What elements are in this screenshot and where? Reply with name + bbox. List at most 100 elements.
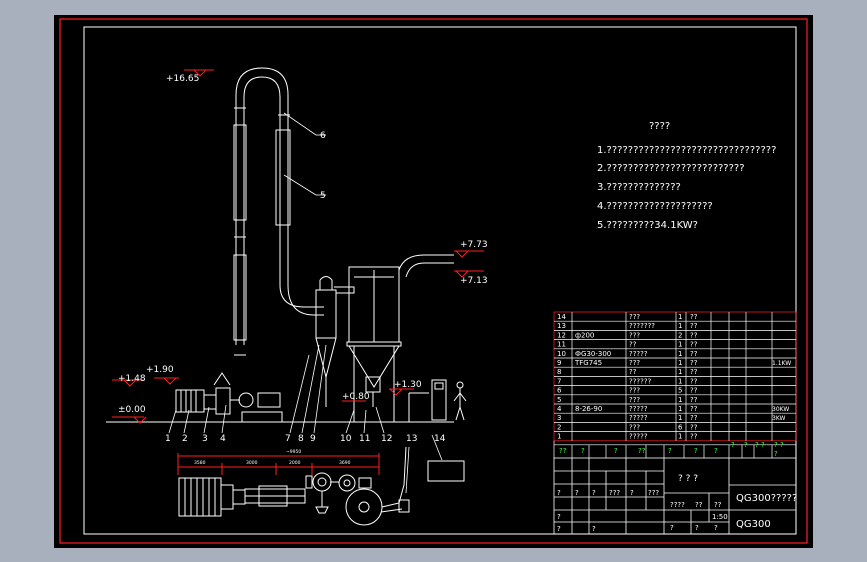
leader-numbers: 6 5 1 2 3 4 7 8 9 10 11 12 13 14 — [165, 131, 446, 444]
bom-header: ?? ? ? ?? ? ? ? ? ? ? ? ? ? ? — [559, 441, 784, 458]
elevation-markers: +16.65 +7.73 +7.13 +1.90 +1.48 ±0.00 +0.… — [112, 69, 488, 424]
bom-cell-qty: 2 — [678, 331, 682, 339]
drawing-code: QG300 — [736, 519, 771, 530]
bom-cell-note: 3KW — [772, 415, 786, 422]
heater — [175, 389, 205, 413]
cyclone-body — [315, 289, 337, 339]
balloon-11: 11 — [359, 434, 370, 444]
elev-0-00: ±0.00 — [118, 405, 146, 415]
title-field-6: ? — [714, 524, 718, 532]
rev-4: ??? — [609, 489, 620, 497]
bom-cell-no: 13 — [557, 322, 566, 330]
bom-cell-no: 1 — [557, 433, 561, 441]
balloon-2: 2 — [182, 434, 188, 444]
bom-header-mat: ? — [668, 447, 672, 455]
bom-cell-qty: 1 — [678, 368, 682, 376]
bom-header-10: ? ? — [774, 441, 784, 449]
note-1: 1.???????????????????????????????? — [597, 145, 776, 156]
balloon-4: 4 — [220, 434, 226, 444]
elev-7-13: +7.13 — [460, 276, 488, 286]
bom-cell-name: ??? — [629, 331, 640, 339]
bom-cell-name: ??? — [629, 396, 640, 404]
title-field-2: ?? — [695, 501, 703, 509]
bom-cell-code: 8-26-90 — [575, 405, 602, 413]
pipe-section — [275, 129, 291, 226]
dim-2: 3000 — [246, 460, 258, 466]
balloon-14: 14 — [434, 434, 446, 444]
technical-notes: ???? 1.???????????????????????????????? … — [597, 121, 776, 231]
leader-6: 6 — [320, 131, 326, 141]
balloon-9: 9 — [310, 434, 316, 444]
bom-header-no: ?? — [559, 447, 567, 455]
bom-cell-name: ????? — [629, 433, 648, 441]
bom-cell-mat: ?? — [690, 331, 698, 339]
bom-cell-qty: 5 — [678, 387, 682, 395]
bom-cell-note: 1.1KW — [772, 360, 791, 367]
bom-cell-qty: 1 — [678, 405, 682, 413]
bom-cell-qty: 1 — [678, 377, 682, 385]
rev-2: ? — [575, 489, 579, 497]
bom-cell-name: ?????? — [629, 377, 652, 385]
elev-1-90: +1.90 — [146, 365, 174, 375]
bom-header-9: ? ? — [755, 441, 765, 449]
bom-cell-name: ?? — [629, 341, 637, 349]
bom-cell-mat: ?? — [690, 387, 698, 395]
sign-1: ? — [557, 513, 561, 521]
bom-header-5: ? — [694, 447, 698, 455]
bom-cell-no: 11 — [557, 341, 566, 349]
bom-cell-name: ?? — [629, 368, 637, 376]
bom-header-11: ? — [774, 450, 778, 458]
inner-frame — [83, 26, 797, 535]
title-field-1: ???? — [670, 501, 685, 509]
drawing-canvas: ???? 1.???????????????????????????????? … — [54, 15, 813, 548]
rev-3: ? — [592, 489, 596, 497]
bom-cell-no: 8 — [557, 368, 561, 376]
fan — [238, 392, 254, 408]
bom-cell-no: 5 — [557, 396, 561, 404]
bom-cell-qty: 1 — [678, 350, 682, 358]
bom-cell-name: ??? — [629, 423, 640, 431]
balloon-8: 8 — [298, 434, 304, 444]
dim-1: 3580 — [194, 460, 206, 466]
bom-cell-no: 3 — [557, 414, 561, 422]
bom-cell-qty: 1 — [678, 359, 682, 367]
bom-cell-qty: 1 — [678, 396, 682, 404]
cad-drawing: ???? 1.???????????????????????????????? … — [59, 18, 808, 544]
rev-6: ??? — [648, 489, 659, 497]
bom-cell-mat: ?? — [690, 322, 698, 330]
bom-cell-no: 7 — [557, 377, 561, 385]
bom-cell-mat: ?? — [690, 414, 698, 422]
bom-cell-mat: ?? — [690, 405, 698, 413]
note-2: 2.?????????????????????????? — [597, 163, 745, 174]
title-field-3: ?? — [714, 501, 722, 509]
balloon-13: 13 — [406, 434, 417, 444]
title-block-text: ? ? ? QG300????? QG300 1:50 ???? ?? ?? ?… — [557, 474, 797, 533]
sign-3: ? — [592, 525, 596, 533]
elev-1-30: +1.30 — [394, 380, 422, 390]
bom-header-code: ? — [581, 447, 585, 455]
bom-cell-qty: 1 — [678, 414, 682, 422]
elev-16-65: +16.65 — [166, 74, 199, 84]
bom-header-8: ? — [744, 441, 748, 449]
plan-view — [177, 446, 410, 526]
elevation-view — [106, 67, 467, 423]
rev-5: ? — [630, 489, 634, 497]
bom-header-qty: ?? — [638, 447, 646, 455]
note-5: 5.?????????34.1KW? — [597, 220, 698, 231]
bom-cell-no: 2 — [557, 423, 561, 431]
rev-1: ? — [557, 489, 561, 497]
elev-7-73: +7.73 — [460, 240, 488, 250]
dim-3: 2000 — [289, 460, 301, 466]
bom-cell-qty: 1 — [678, 322, 682, 330]
leaders — [168, 112, 443, 494]
drawing-scale: 1:50 — [712, 513, 728, 521]
plan-collector — [345, 488, 383, 526]
title-small: ? ? ? — [678, 474, 698, 484]
plan-dimensions: ~9950 3580 3000 2000 3690 — [194, 449, 351, 466]
bom-cell-mat: ?? — [690, 377, 698, 385]
notes-title: ???? — [649, 121, 670, 132]
balloon-7: 7 — [285, 434, 291, 444]
title-field-4: ? — [670, 524, 674, 532]
note-4: 4.???????????????????? — [597, 201, 713, 212]
elev-0-80: +0.80 — [342, 392, 370, 402]
